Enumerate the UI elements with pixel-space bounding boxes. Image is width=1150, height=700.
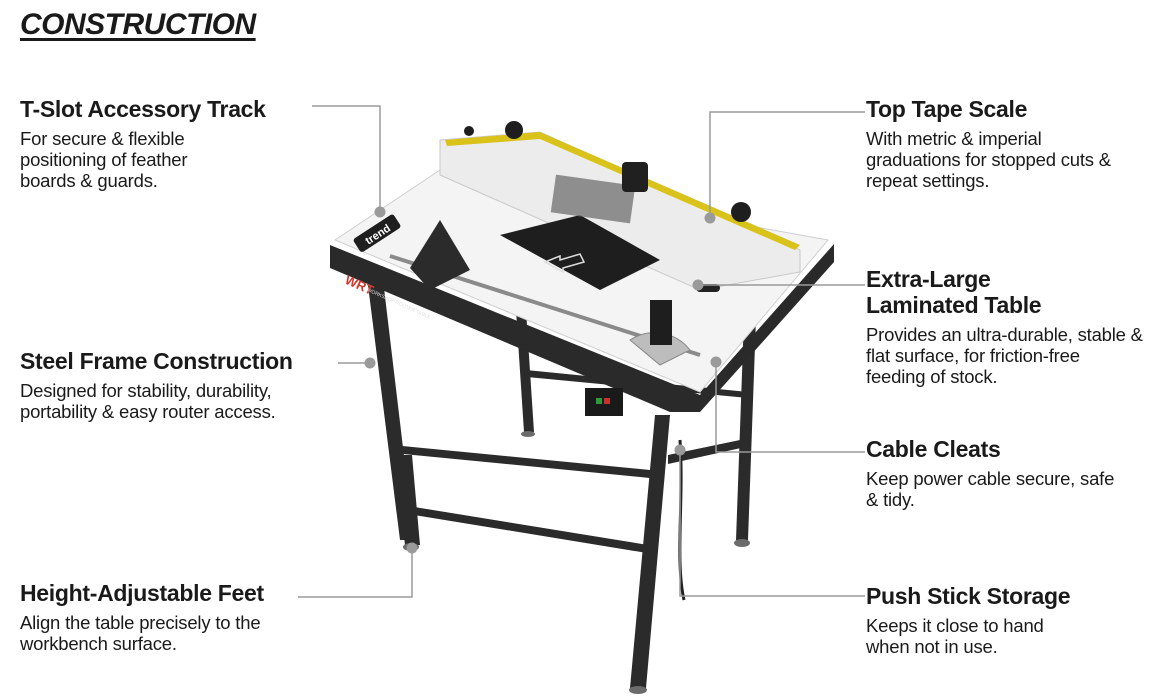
switch-green	[596, 398, 602, 404]
fence-knobs	[464, 121, 751, 222]
leader-lines	[298, 105, 865, 598]
callout-cable: Cable Cleats Keep power cable secure, sa…	[866, 436, 1126, 510]
dot-push	[674, 444, 686, 456]
leader-feet	[298, 548, 413, 598]
callout-title: Height-Adjustable Feet	[20, 580, 264, 606]
callout-desc: Designed for stability, durability, port…	[20, 380, 276, 422]
callout-title: Push Stick Storage	[866, 583, 1071, 609]
callout-desc: For secure & flexible positioning of fea…	[20, 128, 188, 191]
callout-desc: Provides an ultra-durable, stable & flat…	[866, 324, 1143, 387]
callout-table: Extra-Large Laminated Table Provides an …	[866, 266, 1146, 387]
plate-arrow	[543, 253, 586, 274]
dot-tape	[704, 212, 716, 224]
callout-push: Push Stick Storage Keeps it close to han…	[866, 583, 1126, 657]
page-heading: CONSTRUCTION	[20, 8, 256, 41]
feather-board	[410, 220, 470, 290]
callout-desc: Align the table precisely to the workben…	[20, 612, 261, 654]
dot-table	[692, 279, 704, 291]
leader-dots	[364, 206, 722, 554]
callout-tslot: T-Slot Accessory Track For secure & flex…	[20, 96, 350, 191]
switch-red	[604, 398, 610, 404]
mitre-fence	[650, 300, 672, 345]
dot-steel	[364, 357, 376, 369]
router-guard	[550, 174, 636, 224]
dot-feet	[406, 542, 418, 554]
leader-tslot	[312, 105, 381, 212]
callout-desc: With metric & imperial graduations for s…	[866, 128, 1111, 191]
dust-port	[622, 162, 648, 192]
leader-cable	[715, 362, 865, 453]
callout-title: Steel Frame Construction	[20, 348, 293, 374]
callout-feet: Height-Adjustable Feet Align the table p…	[20, 580, 320, 654]
dot-cable	[710, 356, 722, 368]
callout-steel: Steel Frame Construction Designed for st…	[20, 348, 340, 422]
leader-tape	[709, 111, 865, 218]
leader-push	[679, 450, 865, 597]
callout-title: Extra-Large Laminated Table	[866, 266, 1042, 318]
callout-title: Cable Cleats	[866, 436, 1001, 462]
dot-tslot	[374, 206, 386, 218]
callout-title: T-Slot Accessory Track	[20, 96, 266, 122]
callout-desc: Keeps it close to hand when not in use.	[866, 615, 1044, 657]
callout-desc: Keep power cable secure, safe & tidy.	[866, 468, 1115, 510]
router-insert-plate	[500, 215, 660, 290]
callout-tape: Top Tape Scale With metric & imperial gr…	[866, 96, 1116, 191]
callout-title: Top Tape Scale	[866, 96, 1028, 122]
